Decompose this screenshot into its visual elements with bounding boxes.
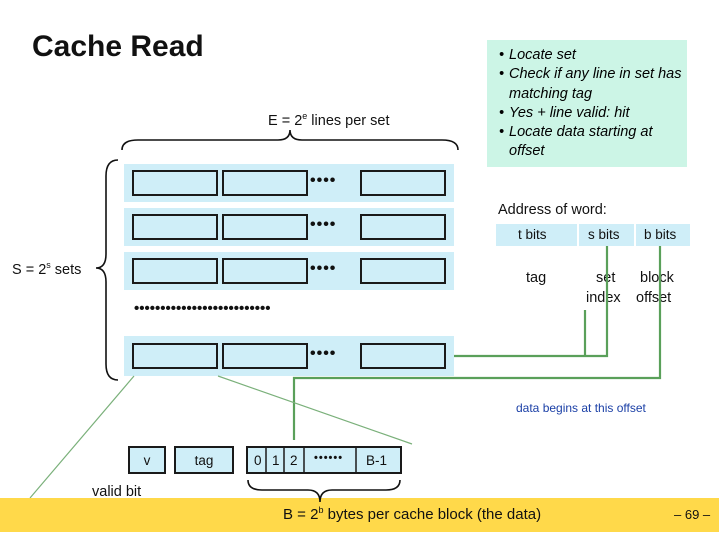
- step-3: Yes + line valid: hit: [499, 104, 683, 124]
- b-bits-field: b bits: [644, 227, 677, 242]
- set-row: ••••: [124, 252, 454, 290]
- step-2: Check if any line in set has matching ta…: [499, 65, 683, 104]
- cache-line-cell: [222, 214, 308, 240]
- address-bar: t bits s bits b bits: [496, 224, 690, 246]
- cache-line-cell: [132, 258, 218, 284]
- set-index-label-line2: index: [586, 290, 621, 306]
- row-ellipsis: ••••: [310, 216, 337, 233]
- step-4: Locate data starting at offset: [499, 123, 683, 162]
- byte-0: 0: [254, 453, 262, 468]
- page-title: Cache Read: [32, 30, 204, 63]
- bytes-ellipsis: ••••••: [314, 452, 344, 464]
- lines-per-set-brace: [121, 129, 459, 151]
- cache-line-cell: [222, 170, 308, 196]
- byte-dividers: [265, 446, 357, 474]
- address-heading: Address of word:: [498, 202, 607, 218]
- set-row: ••••: [124, 208, 454, 246]
- sets-label: S = 2s sets: [12, 260, 82, 278]
- byte-last: B-1: [366, 453, 388, 468]
- block-bytes-label: B = 2b bytes per cache block (the data): [283, 505, 542, 523]
- cache-line-cell: [360, 214, 446, 240]
- cache-line-cell: [222, 343, 308, 369]
- data-begins-label: data begins at this offset: [516, 401, 646, 415]
- sets-ellipsis: ••••••••••••••••••••••••••: [134, 300, 271, 317]
- footer-bar: [0, 498, 719, 532]
- valid-bit-label: valid bit: [92, 484, 142, 500]
- valid-bit-box: v: [128, 446, 166, 474]
- cache-line-cell: [360, 258, 446, 284]
- cache-line-cell: [360, 170, 446, 196]
- block-offset-label-line2: offset: [636, 290, 672, 306]
- byte-1: 1: [272, 453, 280, 468]
- cache-line-cell: [132, 214, 218, 240]
- lines-per-set-label: E = 2e lines per set: [268, 111, 390, 129]
- set-row: ••••: [124, 164, 454, 202]
- byte-2: 2: [290, 453, 298, 468]
- step-1: Locate set: [499, 46, 683, 66]
- set-index-label-line1: set: [596, 270, 616, 286]
- tag-label: tag: [526, 270, 547, 286]
- tag-box: tag: [174, 446, 234, 474]
- page-number: – 69 –: [674, 507, 711, 522]
- row-ellipsis: ••••: [310, 260, 337, 277]
- selected-set-row: ••••: [124, 336, 454, 376]
- cache-line-cell: [360, 343, 446, 369]
- row-ellipsis: ••••: [310, 172, 337, 189]
- steps-callout: Locate set Check if any line in set has …: [487, 40, 687, 167]
- s-bits-field: s bits: [588, 227, 620, 242]
- cache-line-cell: [222, 258, 308, 284]
- row-ellipsis: ••••: [310, 345, 337, 362]
- cache-line-cell: [132, 170, 218, 196]
- data-block: 0 1 2 •••••• B-1: [246, 446, 402, 474]
- block-offset-label-line1: block: [640, 270, 674, 286]
- t-bits-field: t bits: [518, 227, 547, 242]
- sets-brace: [95, 159, 119, 381]
- block-brace: [247, 479, 401, 503]
- selected-cache-line: [132, 343, 218, 369]
